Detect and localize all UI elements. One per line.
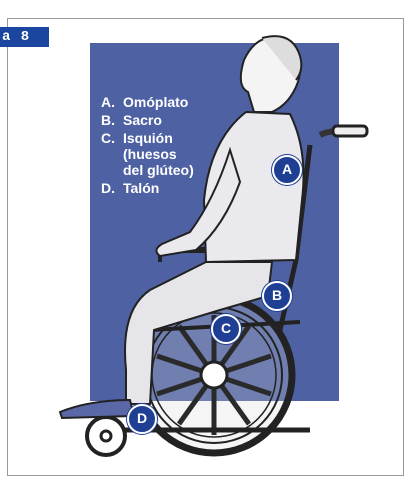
legend-item: B. Sacro [101, 112, 194, 128]
legend-label: Omóplato [123, 94, 188, 110]
marker-b: B [262, 281, 292, 311]
legend-label: Sacro [123, 112, 162, 128]
legend-label: Isquión (huesos del glúteo) [123, 130, 194, 178]
legend-item: A. Omóplato [101, 94, 194, 110]
marker-a: A [272, 155, 302, 185]
legend-item: C. Isquión (huesos del glúteo) [101, 130, 194, 178]
marker-d: D [127, 404, 157, 434]
legend-key: C. [101, 130, 123, 178]
legend-key: D. [101, 180, 123, 196]
legend-item: D. Talón [101, 180, 194, 196]
marker-c: C [211, 314, 241, 344]
legend-label: Talón [123, 180, 159, 196]
legend: A. Omóplato B. Sacro C. Isquión (huesos … [101, 94, 194, 196]
legend-key: B. [101, 112, 123, 128]
legend-key: A. [101, 94, 123, 110]
caster-wheel [87, 417, 125, 455]
